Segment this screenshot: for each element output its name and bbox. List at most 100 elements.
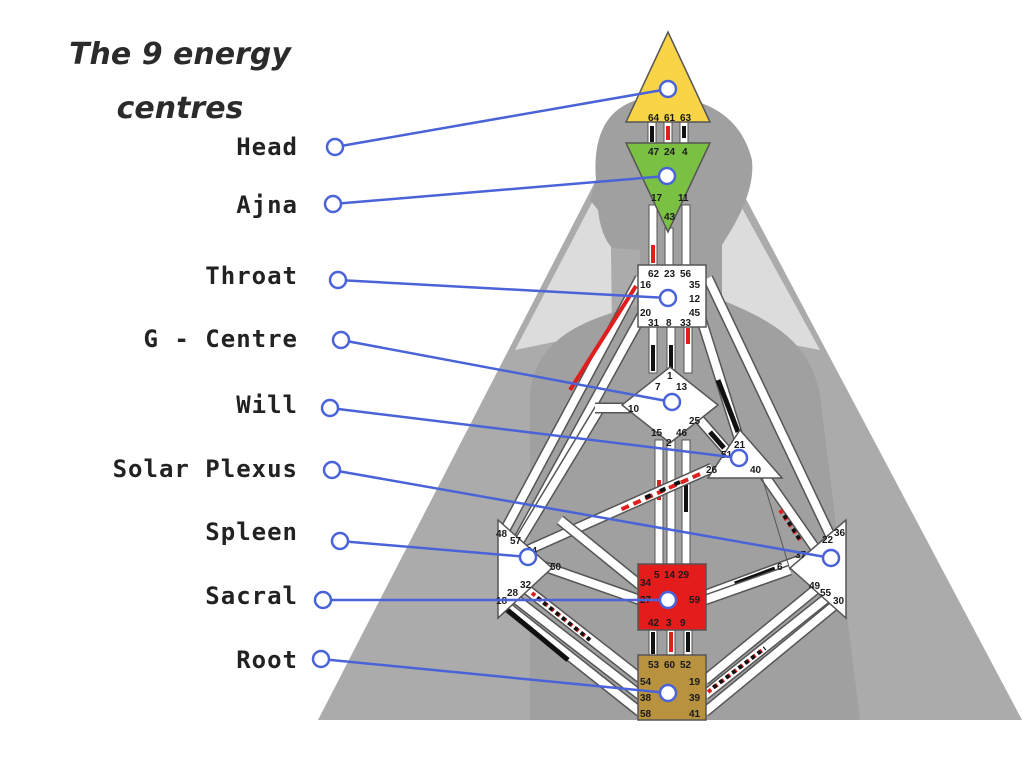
gate-g-1: 1 — [667, 371, 673, 382]
gate-throat-2: 23 — [664, 269, 676, 280]
g-centre-pointer-start — [331, 330, 351, 350]
gate-solar-4: 6 — [777, 562, 783, 573]
gate-sacral-3: 29 — [678, 570, 690, 581]
label-ajna: Ajna — [236, 191, 298, 219]
gate-solar-2: 22 — [822, 535, 834, 546]
gate-ajna-4: 17 — [651, 193, 663, 204]
gate-g-4: 10 — [628, 404, 640, 415]
head-centre-shape — [624, 30, 712, 123]
gate-spleen-6: 28 — [507, 588, 519, 599]
gate-ajna-2: 24 — [664, 147, 676, 158]
gate-sacral-8: 3 — [666, 618, 672, 629]
gate-root-3: 52 — [680, 660, 692, 671]
channels — [647, 121, 693, 657]
gate-sacral-1: 5 — [654, 570, 660, 581]
gate-throat-9: 8 — [666, 318, 672, 329]
gate-spleen-2: 57 — [510, 536, 522, 547]
solar-plexus-pointer-start — [322, 460, 342, 480]
gate-will-3: 26 — [706, 465, 718, 476]
gate-will-1: 21 — [734, 440, 746, 451]
label-will: Will — [236, 391, 298, 419]
gate-sacral-9: 9 — [680, 618, 686, 629]
gate-solar-5: 49 — [809, 581, 821, 592]
gate-sacral-6: 59 — [689, 595, 701, 606]
gate-root-5: 19 — [689, 677, 701, 688]
spleen-pointer-end — [518, 547, 538, 567]
gate-throat-8: 31 — [648, 318, 660, 329]
gate-sacral-2: 14 — [664, 570, 676, 581]
gate-g-8: 25 — [689, 416, 701, 427]
gate-g-7: 46 — [676, 428, 688, 439]
right-shoulder-shade — [716, 168, 820, 350]
gate-spleen-7: 18 — [496, 596, 508, 607]
spleen-pointer-start — [330, 531, 350, 551]
will-pointer-start — [320, 398, 340, 418]
gate-solar-6: 55 — [820, 588, 832, 599]
label-head: Head — [236, 133, 298, 161]
gate-head-2: 61 — [664, 113, 676, 124]
label-throat: Throat — [205, 262, 298, 290]
label-g-centre: G - Centre — [143, 325, 298, 353]
gate-root-2: 60 — [664, 660, 676, 671]
gate-throat-1: 62 — [648, 269, 660, 280]
sacral-pointer-start — [313, 590, 333, 610]
throat-pointer-start — [328, 270, 348, 290]
throat-pointer-end — [658, 288, 678, 308]
gate-throat-6: 12 — [689, 294, 701, 305]
label-spleen: Spleen — [205, 518, 298, 546]
left-shoulder-shade — [515, 168, 612, 350]
gate-solar-1: 36 — [834, 528, 846, 539]
gate-sacral-4: 34 — [640, 578, 652, 589]
pointer-lines — [311, 79, 841, 703]
will-pointer-end — [729, 448, 749, 468]
solar-plexus-pointer-end — [821, 548, 841, 568]
gate-solar-3: 37 — [795, 550, 807, 561]
label-sacral: Sacral — [205, 582, 298, 610]
root-pointer-end — [658, 683, 678, 703]
diagonal-channels — [500, 275, 839, 717]
root-pointer-start — [311, 649, 331, 669]
gate-head-1: 64 — [648, 113, 660, 124]
gate-sacral-7: 42 — [648, 618, 660, 629]
ajna-pointer-end — [657, 166, 677, 186]
gate-head-3: 63 — [680, 113, 692, 124]
ajna-centre-shape — [624, 142, 712, 234]
gate-throat-3: 56 — [680, 269, 692, 280]
gate-root-9: 41 — [689, 709, 701, 720]
gate-root-1: 53 — [648, 660, 660, 671]
gate-g-5: 15 — [651, 428, 663, 439]
sacral-pointer-end — [658, 590, 678, 610]
gate-spleen-5: 32 — [520, 580, 532, 591]
label-root: Root — [236, 646, 298, 674]
gate-g-6: 2 — [666, 438, 672, 449]
gate-g-2: 7 — [655, 382, 661, 393]
gate-g-3: 13 — [676, 382, 688, 393]
g-centre-pointer-end — [662, 392, 682, 412]
solar-plexus-centre-shape — [788, 518, 847, 620]
gate-root-6: 38 — [640, 693, 652, 704]
gate-throat-4: 16 — [640, 280, 652, 291]
gate-spleen-1: 48 — [496, 529, 508, 540]
head-pointer-start — [325, 137, 345, 157]
gate-ajna-1: 47 — [648, 147, 660, 158]
head-pointer-end — [658, 79, 678, 99]
gate-root-8: 58 — [640, 709, 652, 720]
gate-solar-7: 30 — [833, 596, 845, 607]
gate-root-7: 39 — [689, 693, 701, 704]
title-line-1: The 9 energy — [69, 37, 291, 72]
gate-spleen-4: 50 — [550, 562, 562, 573]
label-solar-plexus: Solar Plexus — [112, 455, 298, 483]
gate-ajna-5: 11 — [678, 193, 689, 204]
gate-throat-7: 20 — [640, 308, 652, 319]
gate-throat-5: 35 — [689, 280, 701, 291]
spleen-centre-shape — [497, 518, 554, 620]
ajna-pointer-start — [323, 194, 343, 214]
gate-will-4: 40 — [750, 465, 762, 476]
gate-ajna-6: 43 — [664, 212, 676, 223]
gate-ajna-3: 4 — [682, 147, 688, 158]
gate-root-4: 54 — [640, 677, 652, 688]
title-line-2: centres — [116, 91, 244, 126]
gate-throat-10: 33 — [680, 318, 692, 329]
gate-throat-11: 45 — [689, 308, 701, 319]
